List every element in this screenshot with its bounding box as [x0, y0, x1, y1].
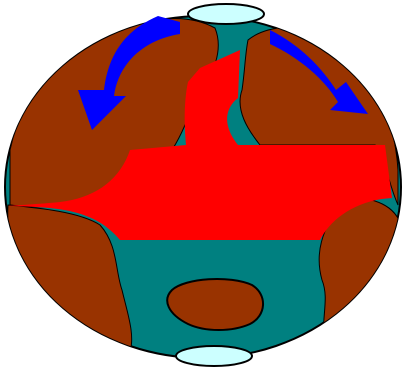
south-ice-cap [176, 346, 252, 366]
north-ice-cap [188, 4, 264, 24]
